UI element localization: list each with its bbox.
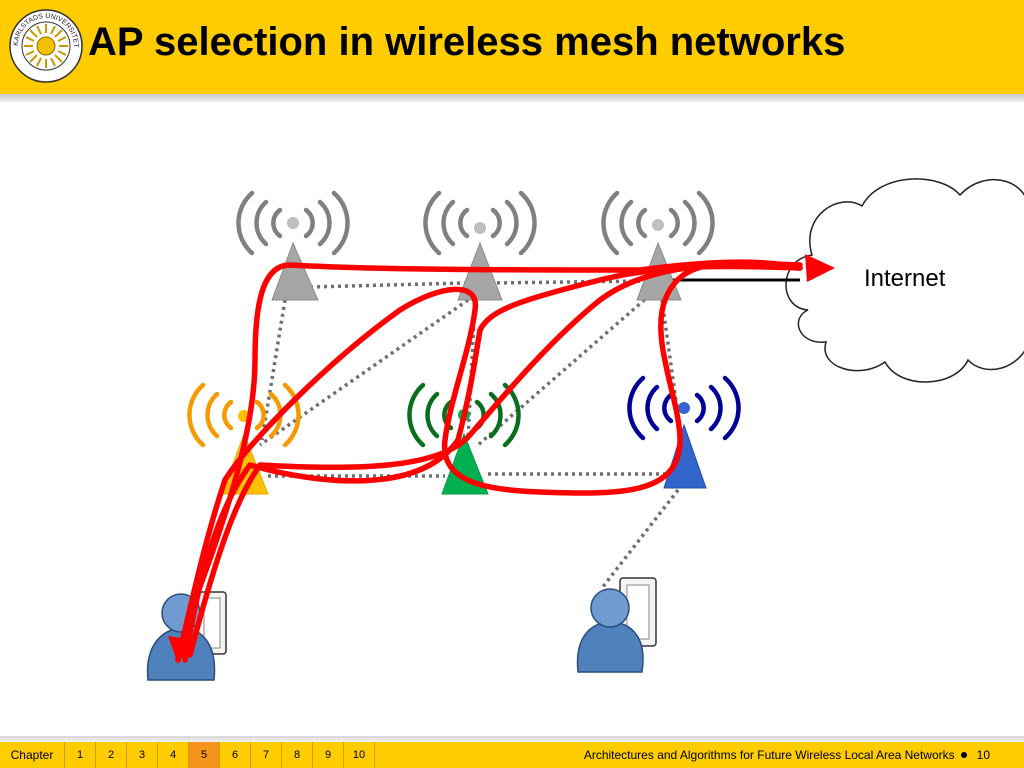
- internet-label: Internet: [864, 265, 946, 292]
- mesh-network-diagram: Internet: [146, 178, 1024, 681]
- path-via-green-ap: [187, 261, 803, 658]
- chapter-link-7[interactable]: 7: [251, 742, 282, 768]
- path-arrowhead-user: [168, 636, 194, 664]
- chapter-link-10[interactable]: 10: [344, 742, 375, 768]
- chapter-link-6[interactable]: 6: [220, 742, 251, 768]
- link-gray2-orange: [258, 298, 470, 447]
- chapter-link-8[interactable]: 8: [282, 742, 313, 768]
- chapter-link-9[interactable]: 9: [313, 742, 344, 768]
- path-via-router-2: [182, 263, 803, 663]
- bullet-icon: [960, 752, 967, 758]
- mesh-router-1-icon: [236, 190, 350, 301]
- link-gray3-blue: [660, 299, 682, 431]
- footer-divider: [0, 736, 1024, 742]
- path-arrowhead-internet: [805, 254, 835, 282]
- link-gray2-gray3: [489, 279, 646, 285]
- link-gray1-orange: [260, 299, 287, 441]
- slide-title: AP selection in wireless mesh networks: [88, 20, 846, 64]
- slide-footer: Chapter 1 2 3 4 5 6 7 8 9 10 Architectur…: [0, 742, 1024, 768]
- internet-cloud-icon: [785, 178, 1024, 383]
- chapter-link-4[interactable]: 4: [158, 742, 189, 768]
- university-logo: KARLSTADS UNIVERSITET: [9, 9, 83, 83]
- course-title-block: Architectures and Algorithms for Future …: [584, 742, 977, 768]
- chapter-label: Chapter: [0, 742, 65, 768]
- chapter-link-2[interactable]: 2: [96, 742, 127, 768]
- user-2-icon: [576, 577, 657, 673]
- chapter-link-3[interactable]: 3: [127, 742, 158, 768]
- link-gray3-green: [476, 293, 652, 447]
- sun-icon: [24, 24, 68, 68]
- chapter-link-5[interactable]: 5: [189, 742, 220, 768]
- link-gray1-gray2: [309, 281, 466, 289]
- header-divider: [0, 94, 1024, 102]
- chapter-link-1[interactable]: 1: [65, 742, 96, 768]
- link-blue-user2: [600, 488, 680, 590]
- slide-header: KARLSTADS UNIVERSITET AP selection in wi…: [0, 0, 1024, 94]
- path-via-blue-ap: [175, 260, 803, 663]
- access-point-blue-icon: [627, 375, 741, 489]
- gateway-router-icon: [601, 190, 715, 301]
- slide-number: 10: [976, 748, 990, 762]
- course-title: Architectures and Algorithms for Future …: [583, 748, 955, 762]
- footer-spacer: [375, 742, 584, 768]
